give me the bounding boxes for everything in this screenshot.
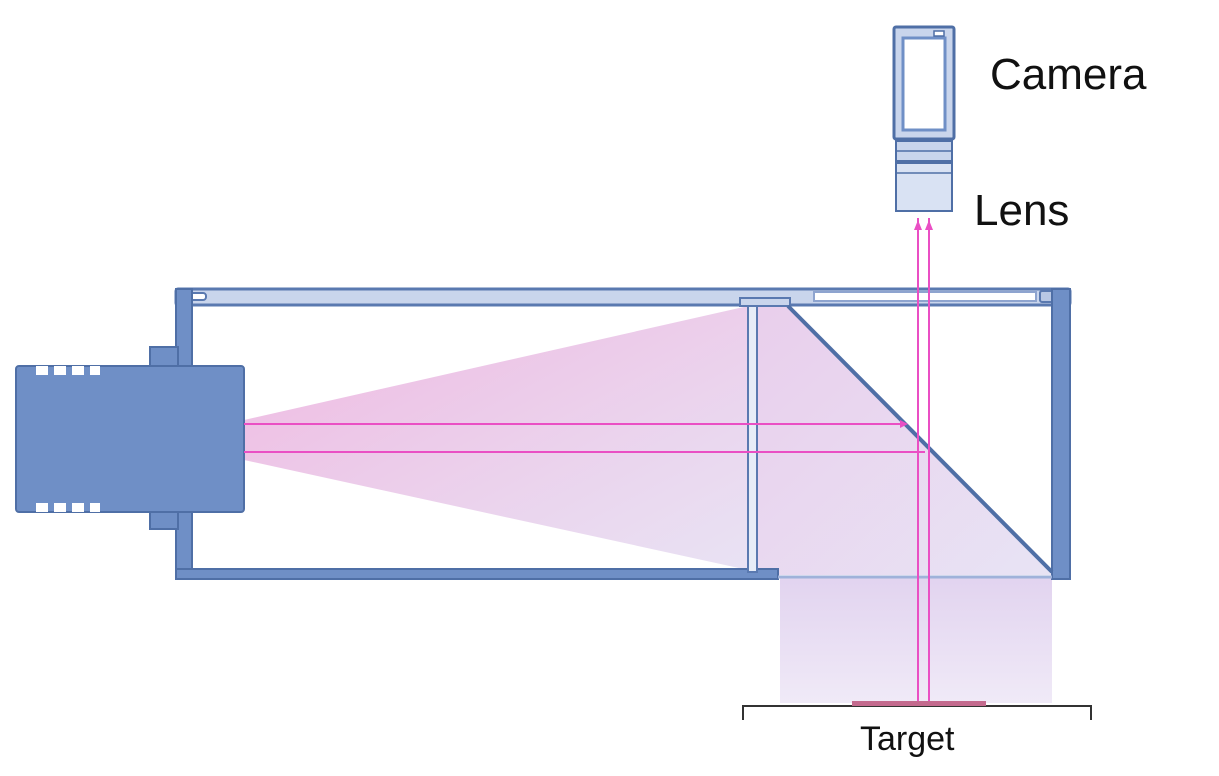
beam-splitter-mirror: [786, 304, 1054, 574]
top-window-slot: [813, 291, 1037, 302]
light-source-fin: [90, 503, 100, 512]
lens-label: Lens: [974, 186, 1070, 235]
light-source-fin: [90, 366, 100, 375]
diffuser-plate: [747, 303, 758, 573]
lens: [895, 140, 953, 212]
light-source-fin: [36, 503, 48, 512]
camera-indicator: [933, 30, 945, 37]
camera: [892, 25, 956, 141]
target-label: Target: [860, 720, 955, 758]
target-sample: [852, 701, 986, 706]
beam-ray-vertical-arrow: [914, 220, 922, 230]
downward-light-column: [780, 578, 1052, 703]
lens-barrel: [895, 162, 953, 212]
light-source-fin: [54, 366, 66, 375]
light-source-fin: [36, 366, 48, 375]
target-stage: [742, 701, 1092, 720]
diffuser-mount: [739, 297, 791, 307]
enclosure-bottom-wall: [175, 568, 779, 580]
light-source-body: [15, 365, 245, 513]
camera-label: Camera: [990, 50, 1147, 99]
beam-ray-vertical-arrow: [925, 220, 933, 230]
light-source: [15, 346, 245, 530]
light-source-fin: [72, 366, 84, 375]
light-source-fin: [72, 503, 84, 512]
light-source-fin: [54, 503, 66, 512]
beam-ray-upper-arrow: [900, 420, 908, 428]
camera-body-inner: [901, 36, 947, 132]
reflected-light-region: [748, 306, 1052, 575]
light-cone: [244, 306, 748, 570]
enclosure-right-wall: [1051, 288, 1071, 580]
